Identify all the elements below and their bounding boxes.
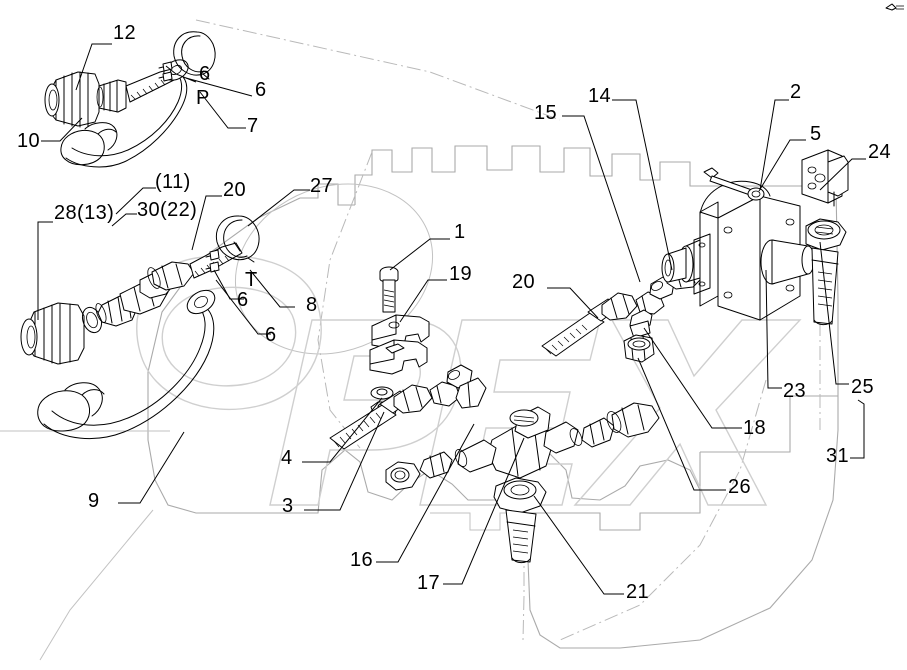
callout-label-14: 14 [588,85,612,107]
callout-label-3: 3 [282,495,294,517]
callout-label-23: 23 [783,380,807,402]
callout-label-20-b: 20 [512,271,536,293]
lower-left-coupler-assembly [20,215,260,440]
callout-label-4: 4 [281,447,293,469]
callout-label-19: 19 [449,263,473,285]
callout-label-16: 16 [350,549,374,571]
callout-label-8: 8 [306,294,318,316]
callout-label-11: (11) [155,171,191,193]
callout-label-6-b: 6 [255,79,267,101]
callout-label-31: 31 [826,445,850,467]
callout-label-5: 5 [810,123,822,145]
callout-label-6-a: 6 [199,63,211,85]
callout-label-1: 1 [454,221,466,243]
lower-hose-cross-assembly [329,364,660,564]
callout-label-25: 25 [851,376,875,398]
port-label-T: T [245,269,258,291]
callout-label-15: 15 [534,102,558,124]
callout-label-30-22: 30(22) [137,199,198,221]
callout-label-2: 2 [790,81,802,103]
callout-label-21: 21 [626,581,650,603]
callout-label-6-c: 6 [237,289,249,311]
valve-block-assembly [661,149,849,326]
callout-leader-lines [37,43,866,595]
callout-label-24: 24 [868,141,892,163]
callout-label-20-a: 20 [223,179,247,201]
callout-label-10: 10 [17,130,41,152]
upper-left-coupler-assembly [44,31,216,168]
port-label-P: P [196,87,210,109]
callout-label-18: 18 [743,417,767,439]
callout-label-9: 9 [88,490,100,512]
callout-label-26: 26 [728,476,752,498]
corner-registration-mark [885,3,904,11]
callout-label-17: 17 [417,572,441,594]
ghost-machine-outline [0,19,839,661]
callout-label-6-d: 6 [265,324,277,346]
callout-label-27: 27 [310,175,334,197]
callout-label-7: 7 [247,115,259,137]
callout-label-28-13: 28(13) [54,202,115,224]
callout-label-12: 12 [113,22,137,44]
